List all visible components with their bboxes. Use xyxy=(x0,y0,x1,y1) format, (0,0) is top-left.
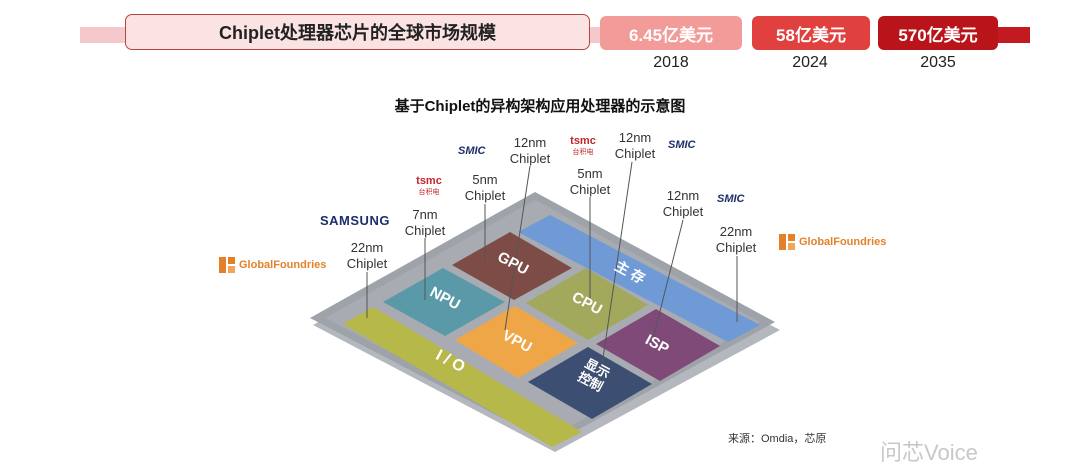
vpu-node-size: 12nm xyxy=(513,135,547,150)
market-2035-value: 570亿美元 xyxy=(878,16,998,50)
npu-node-label: 7nm Chiplet xyxy=(395,207,455,239)
year-2018: 2018 xyxy=(653,54,689,71)
leader-display xyxy=(597,161,633,393)
globalfoundries-logo-left: GlobalFoundries xyxy=(218,256,326,274)
io-node-label: 22nm Chiplet xyxy=(337,240,397,272)
tsmc-logo-left: tsmc 台积电 xyxy=(414,176,444,198)
watermark: 问芯Voice xyxy=(880,440,978,465)
isp-node-chiplet: Chiplet xyxy=(662,204,704,219)
board-inner xyxy=(325,200,760,436)
memory-block xyxy=(518,215,760,342)
cpu-node-label: 5nm Chiplet xyxy=(560,166,620,198)
year-2035: 2035 xyxy=(920,54,956,71)
diagram-title: 基于Chiplet的异构架构应用处理器的示意图 xyxy=(394,98,686,115)
display-block xyxy=(528,347,652,419)
display-node-size: 12nm xyxy=(618,130,652,145)
gpu-block xyxy=(452,232,572,300)
tsmc-cn-left: 台积电 xyxy=(418,189,440,196)
cpu-block xyxy=(526,268,648,340)
gpu-node-label: 5nm Chiplet xyxy=(455,172,515,204)
cpu-node-chiplet: Chiplet xyxy=(569,182,611,197)
memory-node-label: 22nm Chiplet xyxy=(706,224,766,256)
gpu-node-chiplet: Chiplet xyxy=(464,188,506,203)
npu-block xyxy=(383,268,505,336)
tsmc-text-right: tsmc xyxy=(570,135,596,147)
gpu-node-size: 5nm xyxy=(472,172,498,187)
memory-node-size: 22nm xyxy=(719,224,753,239)
display-node-chiplet: Chiplet xyxy=(614,146,656,161)
vpu-node-chiplet: Chiplet xyxy=(509,151,551,166)
vpu-node-label: 12nm Chiplet xyxy=(500,135,560,167)
market-2018-value: 6.45亿美元 xyxy=(600,16,742,50)
globalfoundries-logo-right: GlobalFoundries xyxy=(778,233,886,251)
display-node-label: 12nm Chiplet xyxy=(605,130,665,162)
year-2024: 2024 xyxy=(792,54,828,71)
io-block xyxy=(343,307,582,447)
npu-node-size: 7nm xyxy=(412,207,438,222)
leader-vpu xyxy=(504,165,531,331)
isp-node-label: 12nm Chiplet xyxy=(653,188,713,220)
market-2024-value: 58亿美元 xyxy=(752,16,870,50)
isp-node-size: 12nm xyxy=(666,188,700,203)
io-node-size: 22nm xyxy=(350,240,384,255)
vpu-block xyxy=(455,306,578,378)
globalfoundries-text-left: GlobalFoundries xyxy=(239,259,327,271)
header-band-right xyxy=(990,27,1030,43)
tsmc-text-left: tsmc xyxy=(416,175,442,187)
smic-logo-right: SMIC xyxy=(717,193,745,205)
io-node-chiplet: Chiplet xyxy=(346,256,388,271)
cpu-node-size: 5nm xyxy=(577,166,603,181)
npu-node-chiplet: Chiplet xyxy=(404,223,446,238)
samsung-logo: SAMSUNG xyxy=(320,213,390,228)
memory-node-chiplet: Chiplet xyxy=(715,240,757,255)
market-title: Chiplet处理器芯片的全球市场规模 xyxy=(125,14,590,50)
globalfoundries-icon xyxy=(779,234,795,250)
source-note: 来源：Omdia，芯原 xyxy=(728,433,827,445)
globalfoundries-text-right: GlobalFoundries xyxy=(799,236,887,248)
smic-logo-middle: SMIC xyxy=(668,139,696,151)
tsmc-logo-right: tsmc 台积电 xyxy=(568,136,598,158)
globalfoundries-icon xyxy=(219,257,235,273)
leader-isp xyxy=(651,219,684,344)
smic-logo-left: SMIC xyxy=(458,145,486,157)
tsmc-cn-right: 台积电 xyxy=(572,149,594,156)
isp-block xyxy=(596,309,720,381)
